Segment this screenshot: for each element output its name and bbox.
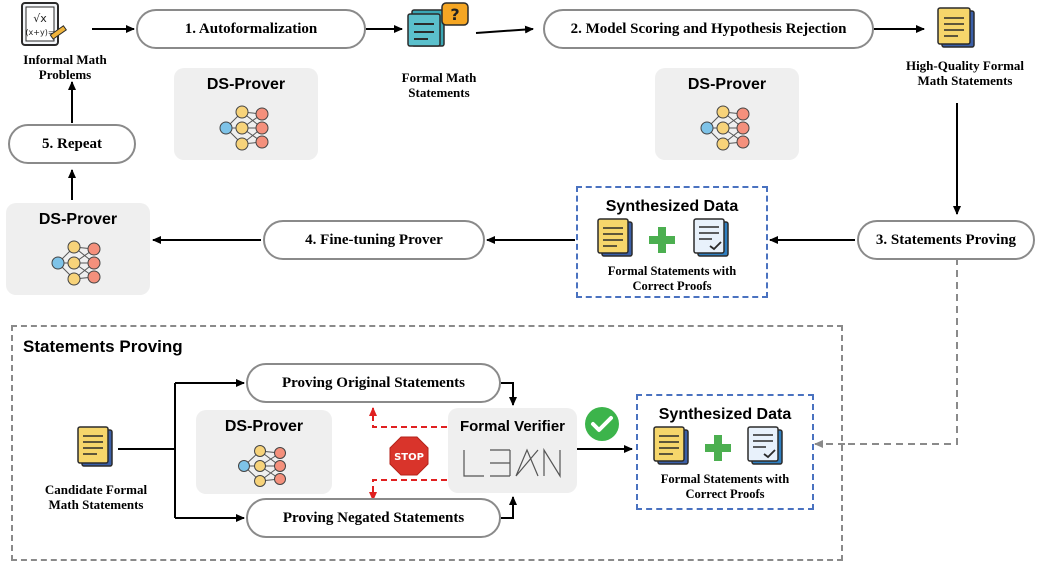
neural-network-icon — [219, 105, 269, 151]
proof-document-icon — [747, 426, 783, 465]
ds-prover-title: DS-Prover — [224, 418, 304, 435]
svg-text:(x+y)=: (x+y)= — [25, 28, 54, 37]
statements-icon — [597, 218, 633, 257]
math-problems-icon: √x (x+y)= — [16, 2, 72, 46]
synth-title: Synthesized Data — [605, 198, 739, 215]
svg-text:?: ? — [450, 5, 459, 24]
proving-negated: Proving Negated Statements — [246, 498, 501, 538]
formal-statements-icon: ? — [404, 2, 474, 48]
step-statements-proving: 3. Statements Proving — [857, 220, 1035, 260]
arrow-formal-to-step2 — [475, 25, 534, 34]
step-fine-tuning: 4. Fine-tuning Prover — [263, 220, 485, 260]
hq-statements-icon — [930, 5, 982, 49]
stop-sign-icon: STOP — [389, 436, 429, 476]
ds-prover-title: DS-Prover — [206, 76, 286, 93]
plus-icon — [705, 435, 731, 461]
verifier-title: Formal Verifier — [459, 418, 566, 435]
synth-title: Synthesized Data — [658, 406, 792, 423]
plus-icon — [649, 227, 675, 253]
proof-document-icon — [693, 218, 729, 257]
candidate-statements-icon — [72, 424, 118, 468]
red-dashed-upper — [369, 407, 447, 428]
lean-logo — [460, 446, 565, 480]
neural-network-icon — [51, 240, 101, 286]
ds-prover-title: DS-Prover — [38, 211, 118, 228]
formal-verifier-box: Formal Verifier — [448, 408, 577, 493]
stop-text: STOP — [394, 452, 424, 463]
step-model-scoring: 2. Model Scoring and Hypothesis Rejectio… — [543, 9, 874, 49]
ds-prover-box-top-left: DS-Prover — [174, 68, 318, 160]
statements-proving-panel: Statements Proving — [11, 325, 843, 561]
neural-network-icon — [700, 105, 750, 151]
svg-text:√x: √x — [33, 12, 47, 25]
check-icon — [584, 406, 620, 442]
proving-original: Proving Original Statements — [246, 363, 501, 403]
dashed-link-to-panel — [845, 258, 958, 445]
step-repeat: 5. Repeat — [8, 124, 136, 164]
arrow-negated-to-verifier — [501, 496, 517, 519]
neural-network-icon — [238, 445, 286, 487]
ds-prover-box-bottom: DS-Prover — [196, 410, 332, 494]
ds-prover-box-top-right: DS-Prover — [655, 68, 799, 160]
statements-icon — [653, 426, 689, 465]
red-dashed-lower — [369, 479, 447, 501]
ds-prover-box-left: DS-Prover — [6, 203, 150, 295]
step-autoformalization: 1. Autoformalization — [136, 9, 366, 49]
arrow-original-to-verifier — [501, 382, 517, 406]
panel-title: Statements Proving — [23, 337, 183, 356]
ds-prover-title: DS-Prover — [687, 76, 767, 93]
